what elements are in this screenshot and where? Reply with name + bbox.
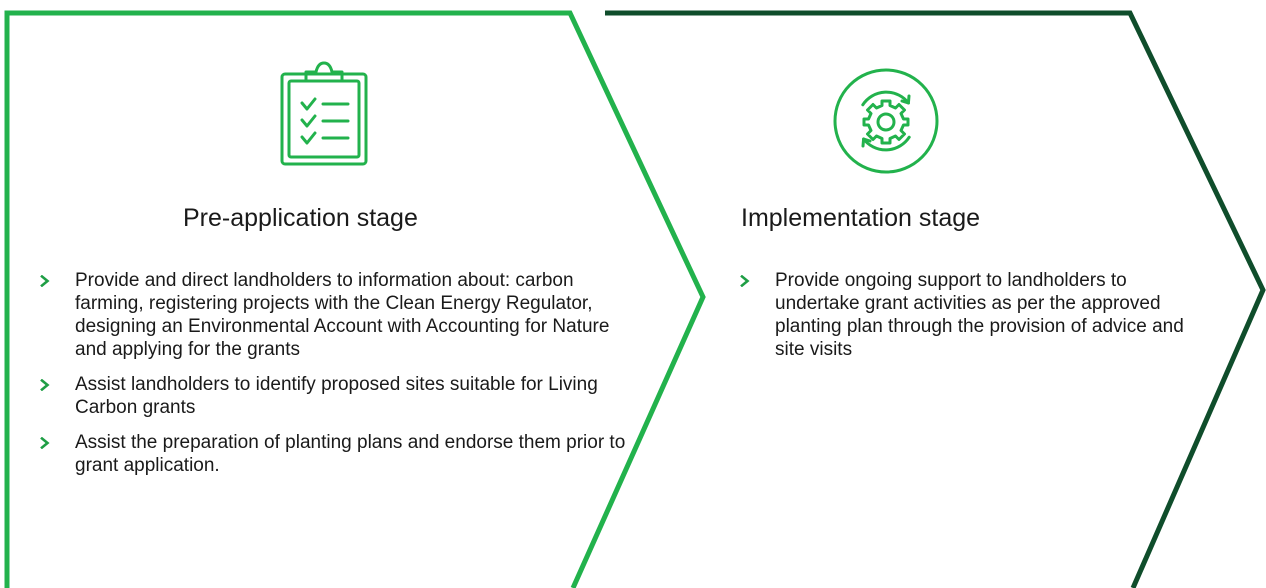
list-item: Provide ongoing support to landholders t… <box>736 269 1196 361</box>
gear-cycle-icon <box>833 68 939 174</box>
list-item: Provide and direct landholders to inform… <box>36 269 636 361</box>
list-item: Assist the preparation of planting plans… <box>36 431 636 477</box>
implementation-chevron <box>605 10 1266 588</box>
pre-application-bullet-list: Provide and direct landholders to inform… <box>36 269 636 477</box>
clipboard-checklist-icon <box>280 61 368 166</box>
pre-application-stage-title: Pre-application stage <box>183 204 418 232</box>
implementation-stage-title: Implementation stage <box>741 204 981 232</box>
list-item-text: Assist landholders to identify proposed … <box>75 374 598 418</box>
chevron-right-icon <box>40 437 50 449</box>
chevron-right-icon <box>40 275 50 287</box>
list-item-text: Provide and direct landholders to inform… <box>75 270 610 360</box>
list-item: Assist landholders to identify proposed … <box>36 373 636 419</box>
list-item-text: Provide ongoing support to landholders t… <box>775 270 1184 360</box>
implementation-bullet-list: Provide ongoing support to landholders t… <box>736 269 1196 361</box>
chevron-right-icon <box>40 379 50 391</box>
pre-application-chevron <box>4 10 706 588</box>
list-item-text: Assist the preparation of planting plans… <box>75 432 626 476</box>
chevron-right-icon <box>740 275 750 287</box>
